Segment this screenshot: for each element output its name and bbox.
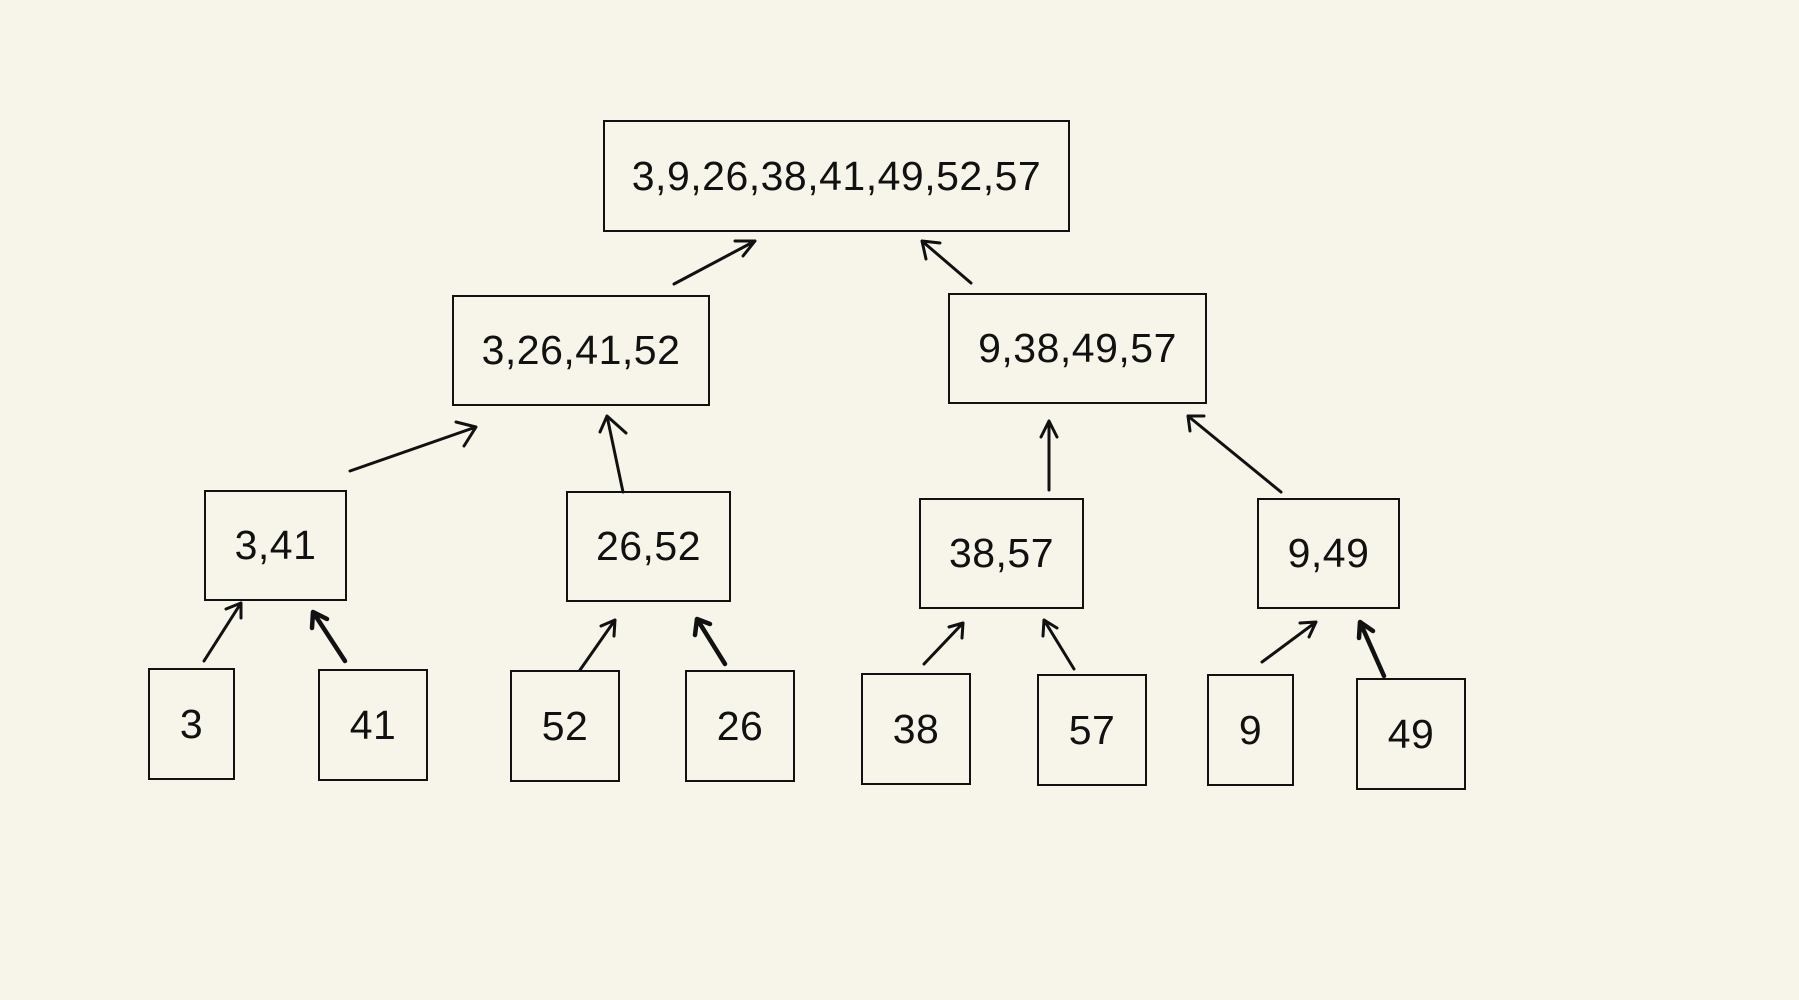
arrow-9-to-949 [1260, 620, 1318, 664]
arrow-38-to-3857 [922, 621, 965, 666]
arrow-49-to-949 [1356, 619, 1387, 679]
arrow-3857-to-right [1039, 419, 1059, 492]
leaf-node-38: 38 [861, 673, 971, 785]
pair-node-9-49: 9,49 [1257, 498, 1400, 609]
pair-node-3-41: 3,41 [204, 490, 347, 601]
leaf-node-41: 41 [318, 669, 428, 781]
right-merged-node: 9,38,49,57 [948, 293, 1207, 404]
arrow-57-to-3857 [1041, 618, 1076, 671]
pair-node-26-52: 26,52 [566, 491, 731, 602]
arrow-949-to-right [1186, 414, 1283, 494]
arrow-341-to-left [348, 420, 478, 473]
arrow-41-to-341 [309, 609, 348, 664]
leaf-node-52: 52 [510, 670, 620, 782]
arrow-left-to-root [672, 239, 757, 286]
arrow-3-to-341 [202, 601, 243, 663]
arrow-right-to-root [920, 239, 973, 285]
leaf-node-9: 9 [1207, 674, 1294, 786]
arrow-26-to-2652 [692, 616, 728, 667]
left-merged-node: 3,26,41,52 [452, 295, 710, 406]
arrow-2652-to-left [598, 414, 628, 494]
pair-node-38-57: 38,57 [919, 498, 1084, 609]
leaf-node-26: 26 [685, 670, 795, 782]
leaf-node-57: 57 [1037, 674, 1147, 786]
arrow-52-to-2652 [578, 618, 617, 672]
leaf-node-49: 49 [1356, 678, 1466, 790]
leaf-node-3: 3 [148, 668, 235, 780]
root-node: 3,9,26,38,41,49,52,57 [603, 120, 1070, 232]
